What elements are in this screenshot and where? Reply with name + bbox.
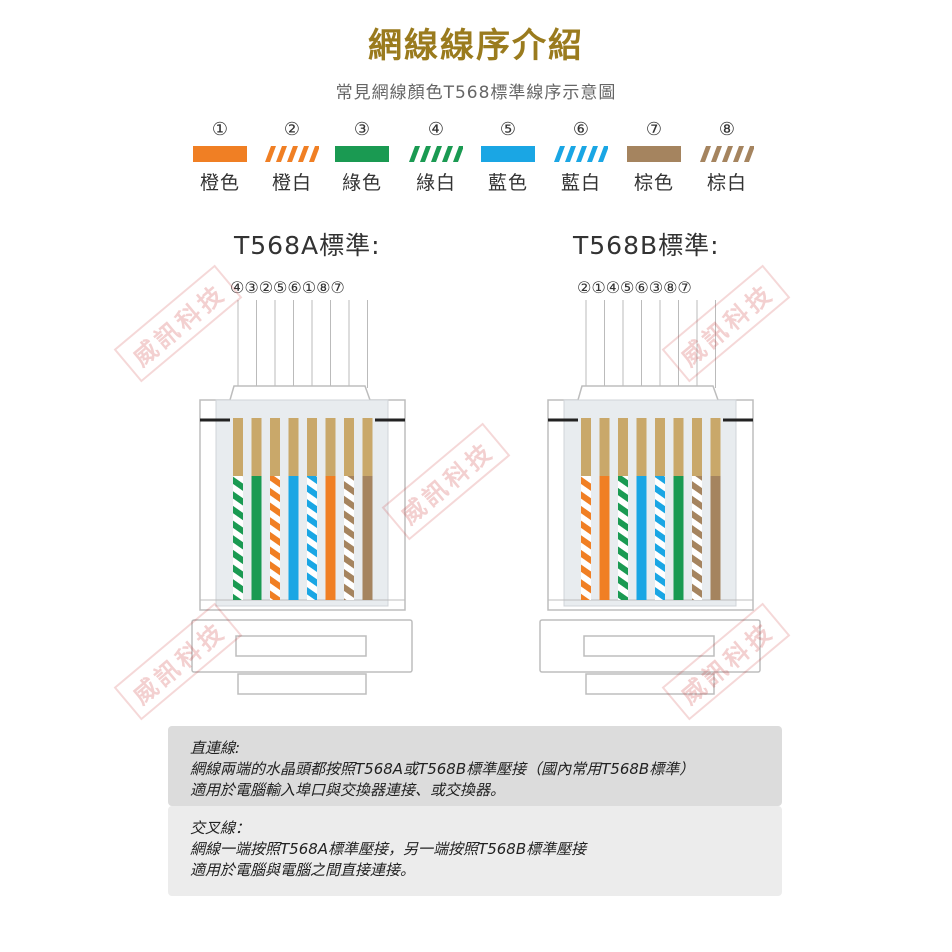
cable-sleeve bbox=[237, 673, 367, 695]
wire bbox=[325, 476, 336, 600]
wire bbox=[233, 476, 243, 600]
wire bbox=[599, 476, 610, 600]
legend-item: ⑧ 棕白 bbox=[687, 118, 767, 195]
connector-boot-slot bbox=[583, 635, 715, 657]
legend-swatch bbox=[335, 146, 389, 162]
wire bbox=[270, 476, 280, 600]
wire bbox=[655, 476, 665, 600]
straight-heading: 直連線: bbox=[190, 739, 241, 757]
page-title: 網線線序介紹 bbox=[368, 26, 584, 66]
legend-number: ⑧ bbox=[718, 119, 736, 140]
page-subtitle: 常見網線顏色T568標準線序示意圖 bbox=[335, 83, 617, 103]
wire bbox=[344, 476, 354, 600]
connector-window bbox=[215, 399, 389, 607]
legend-item: ⑤ 藍色 bbox=[468, 118, 548, 195]
legend-label: 橙白 bbox=[271, 172, 312, 194]
legend-item: ③ 綠色 bbox=[322, 118, 402, 195]
legend-number: ① bbox=[211, 119, 229, 140]
t568a-pin-order: ④③②⑤⑥①⑧⑦ bbox=[230, 278, 345, 297]
straight-line2: 適用於電腦輸入埠口與交換器連接、或交換器。 bbox=[190, 781, 506, 799]
legend-item: ① 橙色 bbox=[180, 118, 260, 195]
legend-swatch bbox=[265, 146, 319, 162]
legend-number: ⑥ bbox=[572, 119, 590, 140]
legend-swatch bbox=[700, 146, 754, 162]
gold-pin bbox=[581, 418, 591, 476]
legend-item: ② 橙白 bbox=[252, 118, 332, 195]
connector-window bbox=[563, 399, 737, 607]
connector-boot-slot bbox=[235, 635, 367, 657]
crossover-note: 交叉線： 網線一端按照T568A標準壓接，另一端按照T568B標準壓接 適用於電… bbox=[168, 806, 782, 896]
gold-pin bbox=[618, 418, 628, 476]
legend-label: 綠色 bbox=[341, 172, 382, 194]
legend-number: ⑤ bbox=[499, 119, 517, 140]
legend-swatch bbox=[481, 146, 535, 162]
straight-through-note: 直連線: 網線兩端的水晶頭都按照T568A或T568B標準壓接（國內常用T568… bbox=[168, 726, 782, 806]
gold-pin bbox=[233, 418, 243, 476]
wire bbox=[288, 476, 299, 600]
color-legend: ① 橙色 ② 橙白 ③ 綠色 ④ 綠白 ⑤ 藍色 ⑥ 藍白 ⑦ 棕色 ⑧ 棕白 bbox=[0, 118, 952, 198]
legend-number: ④ bbox=[427, 119, 445, 140]
gold-pin bbox=[344, 418, 354, 476]
t568b-connector bbox=[539, 300, 761, 695]
legend-number: ③ bbox=[353, 119, 371, 140]
gold-pin bbox=[270, 418, 280, 476]
gold-pin bbox=[288, 418, 299, 476]
wire bbox=[618, 476, 628, 600]
gold-pin bbox=[636, 418, 647, 476]
wire bbox=[710, 476, 721, 600]
wire bbox=[251, 476, 262, 600]
wire bbox=[692, 476, 702, 600]
gold-pin bbox=[673, 418, 684, 476]
wire bbox=[362, 476, 373, 600]
gold-pin bbox=[599, 418, 610, 476]
t568a-connector bbox=[191, 300, 413, 695]
cable-sleeve bbox=[585, 673, 715, 695]
legend-label: 綠白 bbox=[415, 172, 456, 194]
gold-pin bbox=[251, 418, 262, 476]
legend-item: ⑥ 藍白 bbox=[541, 118, 621, 195]
legend-item: ⑦ 棕色 bbox=[614, 118, 694, 195]
gold-pin bbox=[655, 418, 665, 476]
t568a-title: T568A標準: bbox=[234, 231, 381, 260]
legend-label: 棕白 bbox=[706, 172, 747, 194]
straight-line1: 網線兩端的水晶頭都按照T568A或T568B標準壓接（國內常用T568B標準） bbox=[190, 760, 695, 778]
legend-number: ② bbox=[283, 119, 301, 140]
legend-swatch bbox=[193, 146, 247, 162]
legend-number: ⑦ bbox=[645, 119, 663, 140]
gold-pin bbox=[362, 418, 373, 476]
legend-label: 棕色 bbox=[633, 172, 674, 194]
gold-pin bbox=[307, 418, 317, 476]
t568b-pin-order: ②①④⑤⑥③⑧⑦ bbox=[577, 278, 692, 297]
legend-label: 藍白 bbox=[560, 172, 601, 194]
crossover-line2: 適用於電腦與電腦之間直接連接。 bbox=[190, 861, 416, 879]
gold-pin bbox=[692, 418, 702, 476]
t568b-title: T568B標準: bbox=[573, 231, 720, 260]
legend-label: 橙色 bbox=[199, 172, 240, 194]
wire bbox=[581, 476, 591, 600]
legend-swatch bbox=[627, 146, 681, 162]
legend-label: 藍色 bbox=[487, 172, 528, 194]
crossover-line1: 網線一端按照T568A標準壓接，另一端按照T568B標準壓接 bbox=[190, 840, 587, 858]
gold-pin bbox=[710, 418, 721, 476]
wire bbox=[307, 476, 317, 600]
gold-pin bbox=[325, 418, 336, 476]
legend-swatch bbox=[554, 146, 608, 162]
legend-item: ④ 綠白 bbox=[396, 118, 476, 195]
crossover-heading: 交叉線： bbox=[190, 819, 251, 837]
legend-swatch bbox=[409, 146, 463, 162]
wire bbox=[636, 476, 647, 600]
wire bbox=[673, 476, 684, 600]
